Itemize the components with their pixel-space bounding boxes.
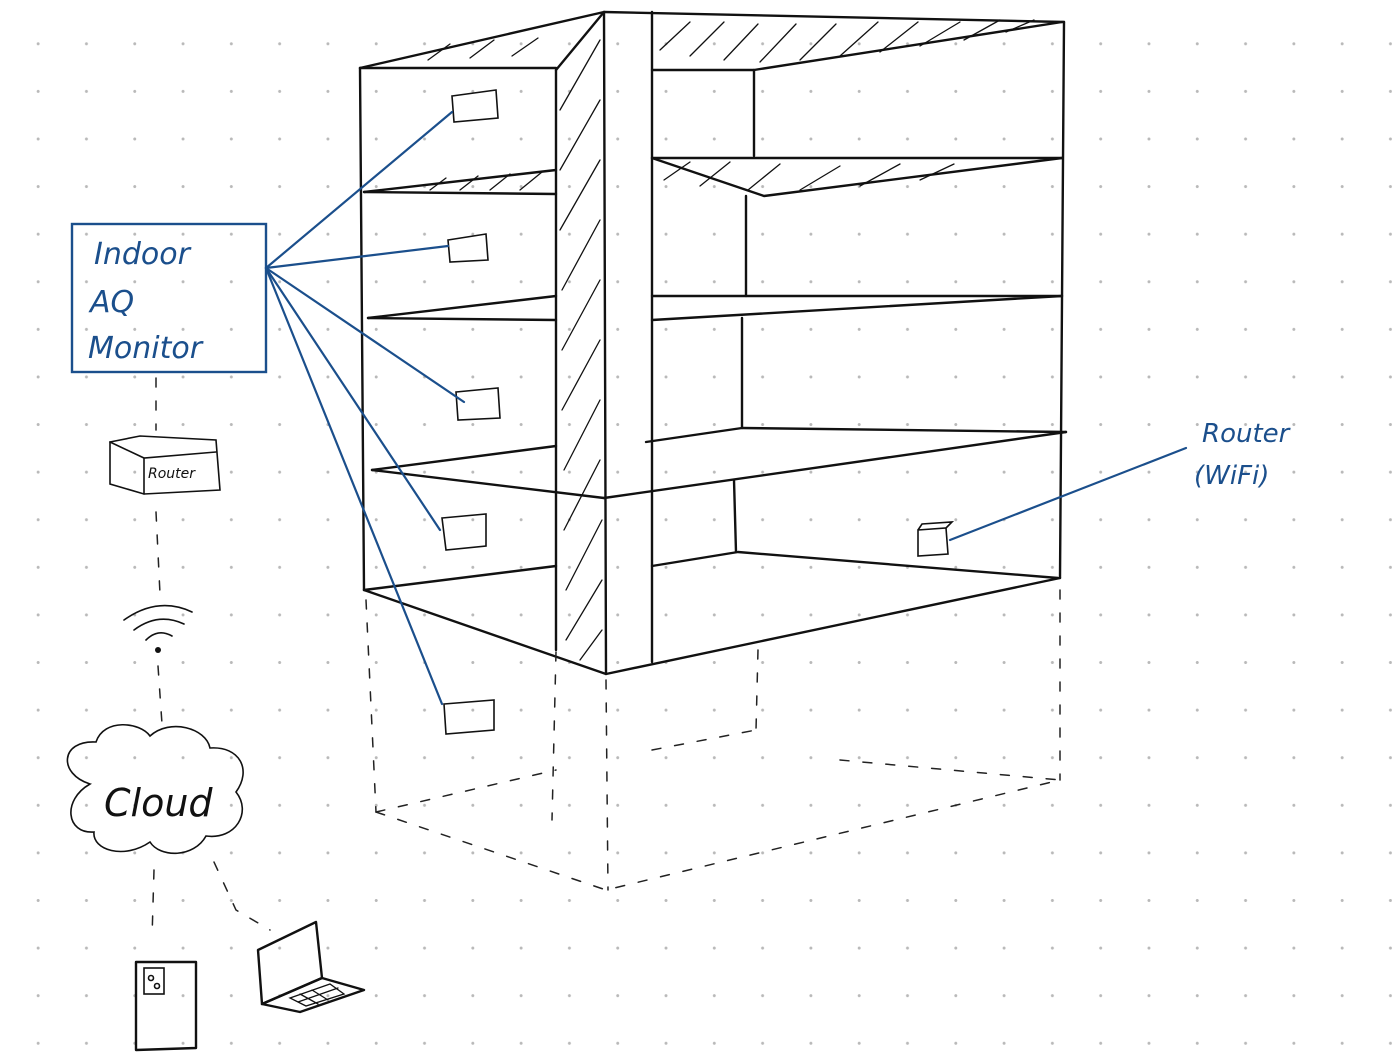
laptop-icon (256, 920, 366, 1014)
monitor-connections (264, 110, 1188, 706)
network-chain: Router Cloud (66, 377, 366, 1052)
sensor-icon (447, 233, 489, 263)
sensor-icon (443, 699, 495, 735)
floor-hatching (429, 161, 955, 191)
wall-hatching (559, 39, 603, 661)
monitor-line-1: Indoor (94, 237, 192, 272)
sensor-icon (917, 521, 955, 557)
router-icon: Router (109, 435, 221, 495)
router-wifi-label: Router (WiFi) (1194, 419, 1292, 491)
building-structure (358, 10, 1068, 891)
smartphone-icon (134, 960, 198, 1052)
sensor-icon (441, 513, 487, 551)
router-box-label: Router (148, 466, 196, 482)
monitor-line-2: AQ (88, 285, 134, 320)
sensor-icon (451, 89, 499, 123)
monitor-box: Indoor AQ Monitor (70, 222, 268, 374)
roof-hatching (427, 19, 1035, 63)
sensor-icon (455, 387, 501, 421)
sensors (441, 89, 955, 735)
cloud-icon: Cloud (66, 724, 244, 855)
cloud-label: Cloud (104, 781, 213, 825)
monitor-line-3: Monitor (88, 331, 204, 366)
wifi-icon (123, 604, 193, 653)
router-wifi-line-1: Router (1202, 419, 1292, 449)
basement-dashed (365, 589, 1061, 891)
router-wifi-line-2: (WiFi) (1194, 461, 1269, 491)
